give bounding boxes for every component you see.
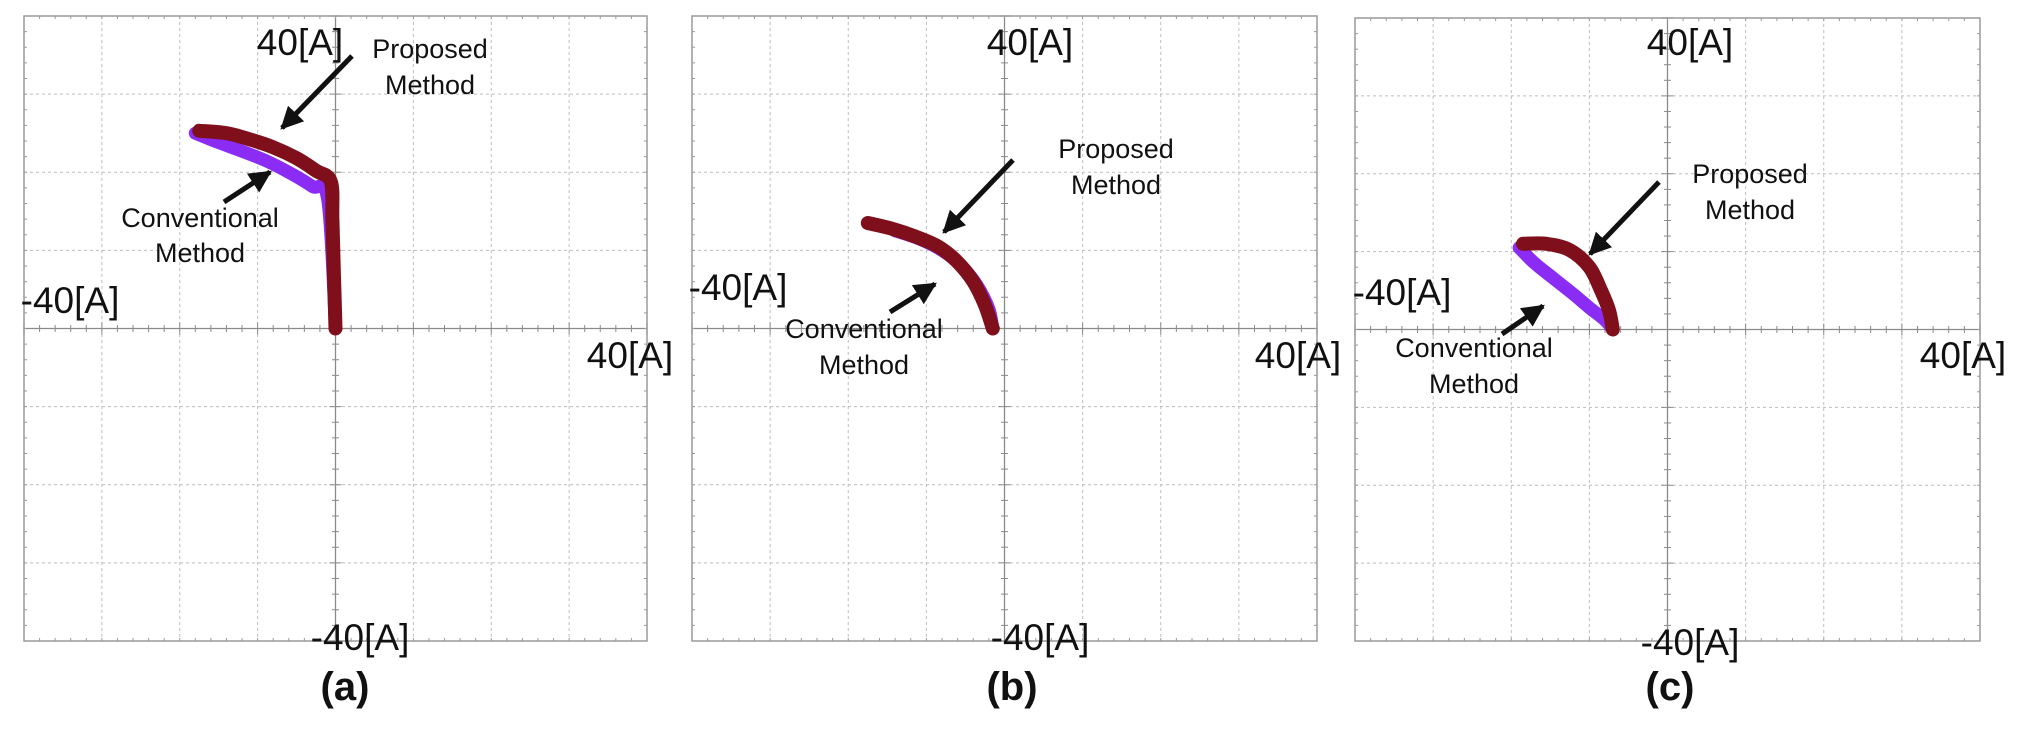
annotation-text: Method [1705,195,1795,225]
axis-label-bottom: -40[A] [1641,622,1740,663]
panel-b: 40[A]-40[A]-40[A]40[A]ProposedMethodConv… [689,15,1341,709]
annotation-text: Proposed [1058,134,1174,164]
annotation-arrow [888,281,937,315]
axis-label-left: -40[A] [689,267,788,308]
axis-label-top: 40[A] [987,22,1073,63]
axis-label-left: -40[A] [1353,272,1452,313]
panel-label: (a) [321,665,370,709]
series-proposed-method [1516,236,1620,337]
series-proposed-method [192,123,343,336]
annotation-arrow [1588,180,1661,256]
annotation-text: Method [1071,170,1161,200]
axis-ticks [691,15,1318,642]
axis-label-top: 40[A] [257,22,343,63]
axis-label-left: -40[A] [21,280,120,321]
axis-label-bottom: -40[A] [311,617,410,658]
annotation-text: Proposed [1692,159,1808,189]
axis-ticks [23,15,648,642]
panel-a: 40[A]-40[A]-40[A]40[A]ProposedMethodConv… [21,15,673,709]
annotation-text: Conventional [1395,333,1553,363]
annotation-arrow [222,169,272,205]
axis-label-right: 40[A] [587,335,673,376]
annotation-arrow [1500,303,1545,337]
axis-label-right: 40[A] [1255,335,1341,376]
axis-ticks [1354,17,1981,642]
axis-label-bottom: -40[A] [991,617,1090,658]
annotation-text: Conventional [121,203,279,233]
axis-label-right: 40[A] [1920,335,2006,376]
annotation-text: Method [155,238,245,268]
axis-label-top: 40[A] [1647,22,1733,63]
annotation-text: Conventional [785,314,943,344]
annotation-text: Method [385,70,475,100]
annotation-text: Proposed [372,34,488,64]
annotation-text: Method [1429,369,1519,399]
panel-label: (c) [1646,665,1695,709]
annotation-text: Method [819,350,909,380]
annotation-arrow [942,158,1015,234]
series-proposed-method [860,216,1000,336]
panel-c: 40[A]-40[A]-40[A]40[A]ProposedMethodConv… [1353,17,2006,709]
annotation-arrow [280,54,354,130]
panel-label: (b) [986,665,1037,709]
